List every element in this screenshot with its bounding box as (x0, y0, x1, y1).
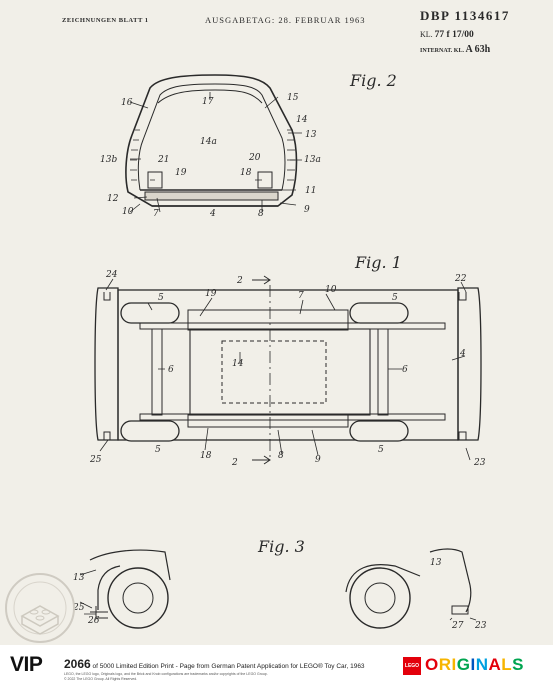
fig1-label-5-tr: 5 (392, 293, 398, 303)
legal-line-1: LEGO, the LEGO logo, Originals logo, and… (64, 672, 268, 676)
originals-letter: I (470, 655, 476, 674)
fig2-label-7: 7 (153, 209, 159, 219)
fig3-label-26: 26 (87, 616, 100, 626)
fig2-label-13b: 13b (100, 155, 117, 165)
fig2-label-13: 13 (305, 130, 317, 140)
fig2-label-21: 21 (157, 155, 169, 165)
fig1-label-4: 4 (459, 349, 466, 359)
fig1-label-24: 24 (105, 270, 118, 280)
originals-letter: N (475, 655, 489, 674)
fig2-label-17: 17 (202, 97, 214, 107)
lego-brick-seal-icon (5, 573, 75, 643)
originals-wordmark: ORIGINALS (425, 655, 524, 675)
fig2-label-8: 8 (258, 209, 264, 219)
fig3-title: Fig. 3 (257, 537, 305, 556)
class-value: 77 f 17/00 (434, 30, 474, 40)
edition-text: of 5000 Limited Edition Print - Page fro… (92, 663, 365, 670)
figure-2 (125, 74, 302, 213)
fig2-label-14a: 14a (200, 137, 217, 147)
fig2-label-20: 20 (248, 153, 261, 163)
fig2-label-10: 10 (122, 207, 134, 217)
print-footer: VIP 2066 of 5000 Limited Edition Print -… (0, 645, 553, 690)
originals-letter: L (501, 655, 513, 674)
figure-3 (79, 548, 477, 629)
originals-letter: R (438, 655, 452, 674)
class-line: KL. 77 f 17/00 (420, 30, 474, 40)
originals-letter: I (451, 655, 457, 674)
originals-letter: G (456, 655, 471, 674)
fig2-label-13a: 13a (304, 155, 321, 165)
fig1-label-6-right: 6 (402, 365, 408, 375)
fig1-label-2-top: 2 (236, 276, 243, 286)
fig2-label-9: 9 (304, 205, 310, 215)
fig3-label-27: 27 (451, 621, 464, 631)
class-label: KL. (420, 30, 433, 39)
patent-drawing-sheet: ZEICHNUNGEN BLATT 1 AUSGABETAG: 28. FEBR… (0, 0, 553, 645)
figure-3-labels: Fig. 3 13 13 25 26 27 23 (72, 537, 487, 631)
figure-1-labels: Fig. 1 24 2 22 5 19 7 10 5 6 14 6 4 5 18… (89, 253, 486, 468)
fig1-label-22: 22 (454, 274, 467, 284)
fig1-label-5-bl: 5 (155, 445, 161, 455)
fig3-label-25: 25 (72, 603, 85, 613)
fig1-label-10: 10 (325, 285, 337, 295)
figure-1 (94, 275, 482, 465)
fig1-label-9: 9 (315, 455, 321, 465)
fig3-label-13-right: 13 (430, 558, 442, 568)
fig1-label-23: 23 (473, 458, 486, 468)
fig2-title: Fig. 2 (349, 71, 397, 90)
originals-letter: S (512, 655, 525, 674)
fig1-label-25: 25 (89, 455, 102, 465)
fig1-label-2-bottom: 2 (231, 458, 238, 468)
fig1-label-5-tl: 5 (158, 293, 164, 303)
fig2-label-19: 19 (175, 168, 187, 178)
fig2-label-14: 14 (296, 115, 308, 125)
intl-class-label: INTERNAT. KL. (420, 48, 464, 54)
fig2-label-15: 15 (287, 93, 299, 103)
fig1-label-8: 8 (278, 451, 284, 461)
intl-class-value: A 63h (465, 44, 491, 55)
legal-line-2: © 2022 The LEGO Group. All Rights Reserv… (64, 676, 138, 681)
sheet-number: ZEICHNUNGEN BLATT 1 (62, 17, 149, 24)
fig1-label-7: 7 (298, 291, 304, 301)
originals-letter: A (488, 655, 502, 674)
fig2-label-11: 11 (305, 186, 316, 196)
fig2-label-12: 12 (107, 194, 119, 204)
fig1-label-19: 19 (205, 289, 217, 299)
patent-figures: Fig. 2 17 16 15 14 13 14a 13b 13a 21 19 … (72, 71, 487, 631)
figure-2-labels: Fig. 2 17 16 15 14 13 14a 13b 13a 21 19 … (100, 71, 397, 219)
fig2-label-4: 4 (209, 209, 216, 219)
fig1-label-18: 18 (200, 451, 212, 461)
originals-letter: O (425, 655, 439, 674)
intl-class-line: INTERNAT. KL. A 63h (420, 44, 490, 55)
lego-logo: LEGO (403, 657, 421, 675)
fig3-label-13-left: 13 (73, 573, 85, 583)
issue-date: AUSGABETAG: 28. FEBRUAR 1963 (205, 15, 366, 25)
fig1-label-14: 14 (232, 359, 244, 369)
edition-line: 2066 of 5000 Limited Edition Print - Pag… (64, 657, 365, 671)
edition-number: 2066 (64, 657, 91, 671)
fig1-title: Fig. 1 (354, 253, 402, 272)
vip-mark: VIP (10, 653, 43, 676)
fig2-label-16: 16 (121, 98, 133, 108)
fig1-label-6-left: 6 (168, 365, 174, 375)
patent-number: DBP 1134617 (420, 8, 510, 23)
fig3-label-23: 23 (474, 621, 487, 631)
legal-text: LEGO, the LEGO logo, Originals logo, and… (64, 672, 384, 681)
fig1-label-5-br: 5 (378, 445, 384, 455)
fig2-label-18: 18 (240, 168, 252, 178)
